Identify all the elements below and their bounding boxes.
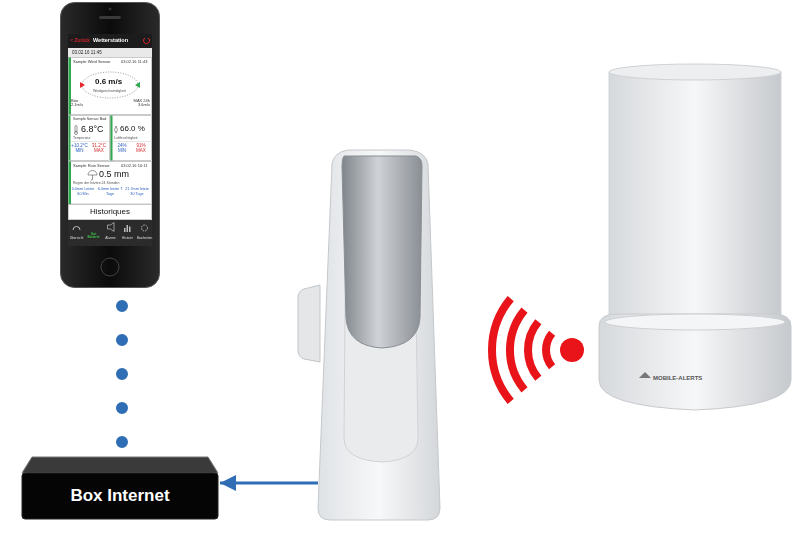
screen-text: 21.7mm letzte 30 Tage (124, 187, 150, 196)
illustration-shape (69, 58, 152, 115)
illustration-shape (68, 34, 152, 246)
illustration-shape (75, 132, 78, 135)
gateway-drawing (318, 150, 440, 520)
internet-router: Box Internet (20, 455, 220, 521)
screen-text: Historiques (68, 207, 152, 216)
illustration-shape (68, 48, 152, 57)
gateway-device (318, 150, 440, 520)
illustration-shape (68, 34, 152, 48)
illustration-shape (298, 285, 320, 362)
illustration-shape (69, 162, 152, 205)
illustration-shape (318, 150, 440, 520)
illustration-shape (605, 314, 785, 330)
node-body (318, 150, 440, 520)
screen-text: Sample Rain Sensor (73, 163, 110, 168)
screen-text: 0.5 mm (99, 169, 129, 179)
illustration-shape (124, 228, 126, 232)
signal-wave (492, 299, 511, 402)
illustration-shape (127, 225, 129, 232)
screen-text: 03.02.16 11:45 (72, 50, 102, 55)
illustration-shape (135, 82, 140, 88)
illustration-shape (73, 227, 80, 231)
illustration-shape (115, 126, 118, 133)
router-label: Box Internet (20, 486, 220, 506)
illustration-shape (82, 72, 138, 98)
screen-text: +10.2°C MIN (70, 143, 89, 153)
screen-text: Wetterstation (93, 37, 128, 43)
screen-text: 31.2°C MAX (90, 143, 108, 153)
illustration-shape (61, 3, 160, 288)
signal-wave (510, 310, 525, 390)
screen-text: 91% MAX (135, 143, 147, 153)
illustration-shape (69, 116, 71, 161)
screen-text: 24% MIN (116, 143, 128, 153)
screen-text: Alarme (102, 236, 119, 240)
screen-text: Sample Wind Sensor (73, 59, 111, 64)
illustration-shape (142, 225, 148, 231)
rain-sensor-drawing (595, 60, 795, 420)
screen-text: MAX 24h 3.6m/s (129, 98, 150, 107)
screen-text: Historie (119, 236, 136, 240)
signal-wave (546, 333, 552, 366)
illustration-shape (609, 64, 781, 80)
illustration-shape (69, 116, 110, 161)
signal-wave (528, 322, 538, 379)
screen-text: 0.0mm Letzte 60 Min (70, 187, 96, 196)
illustration-shape (80, 82, 85, 88)
screen-text: 66.0 % (120, 124, 145, 133)
node-body: < ZurückWetterstation 03.02.16 11:45Sampl… (60, 2, 160, 288)
screen-text: 03.02.16 10:11 (121, 163, 147, 168)
illustration-shape (108, 223, 115, 232)
illustration-shape (91, 175, 93, 180)
screen-text: Luftfeuchtigkeit (114, 136, 138, 140)
illustration-shape (129, 227, 131, 233)
screen-text: Windgeschwindigkeit (93, 89, 126, 93)
illustration-shape (111, 116, 113, 161)
rain-sensor: MOBILE-ALERTS (595, 60, 795, 420)
illustration-shape (88, 171, 97, 176)
screen-text: Gut Batterie (85, 232, 102, 239)
illustration-shape (68, 220, 152, 246)
brand-logo: MOBILE-ALERTS (653, 375, 702, 382)
smartphone: < ZurückWetterstation 03.02.16 11:45Sampl… (60, 2, 160, 288)
screen-text: Böe 2.1m/s (71, 98, 91, 107)
ethernet-arrow (220, 482, 318, 485)
node-body: MOBILE-ALERTS (595, 60, 795, 420)
signal-dot (560, 338, 584, 362)
screen-text: Temperatur (73, 136, 91, 140)
illustration-shape (144, 38, 150, 44)
screen-text: Sample Sensor Bad (73, 117, 106, 121)
screen-text: < Zurück (70, 37, 90, 43)
illustration-shape (111, 116, 152, 161)
illustration-shape (71, 141, 110, 142)
screen-text: Übersicht (68, 236, 85, 240)
illustration-shape (75, 126, 77, 133)
screen-text: Bearbeiten (136, 236, 153, 240)
illustration-shape (101, 258, 119, 276)
network-link (116, 288, 128, 455)
signal-waves (492, 299, 552, 402)
illustration-shape (609, 72, 781, 332)
illustration-shape (22, 457, 218, 473)
illustration-shape (342, 156, 422, 348)
illustration-shape (69, 58, 72, 115)
illustration-shape (69, 162, 72, 205)
illustration-shape (639, 372, 651, 378)
illustration-shape (99, 16, 121, 19)
node-body: Box Internet (20, 455, 220, 521)
screen-text: Regen der letzten 24 Stunden (73, 181, 120, 185)
illustration-shape (69, 205, 152, 220)
screen-text: 6.8°C (81, 124, 104, 134)
illustration-shape (599, 314, 791, 410)
screen-text: 0.6 m/s (95, 77, 122, 86)
screen-text: 6.4mm letzte 7 Tage (97, 187, 123, 196)
screen-text: 03.02.16 11:43 (121, 59, 147, 64)
illustration-shape (113, 141, 152, 142)
illustration-shape (109, 8, 112, 11)
